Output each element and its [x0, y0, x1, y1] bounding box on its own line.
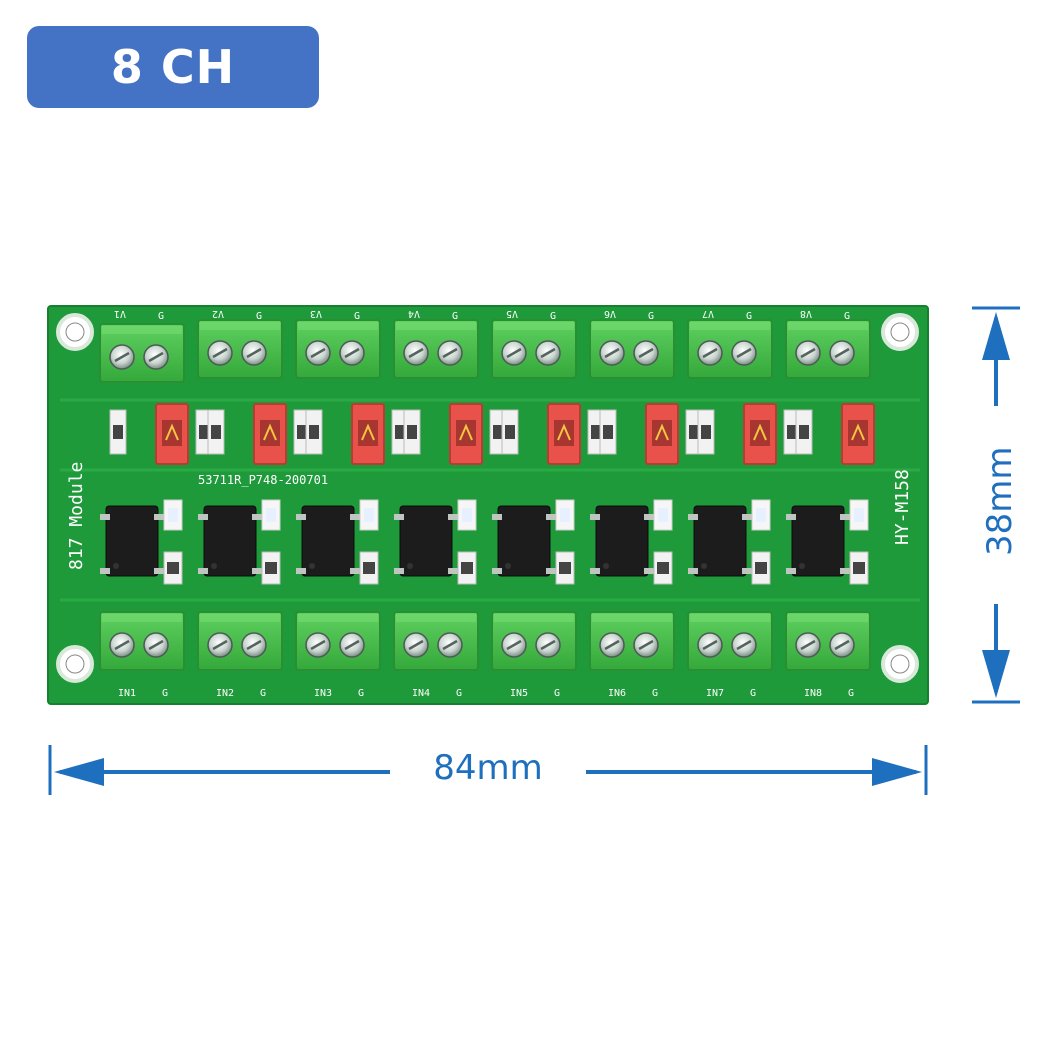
bottom-terminal-label: IN5	[510, 688, 528, 699]
channel-badge-label: 8 CH	[110, 40, 236, 94]
bottom-terminal-block	[785, 611, 871, 671]
bottom-terminal-gnd-label: G	[162, 688, 168, 699]
bottom-terminal-gnd-label: G	[750, 688, 756, 699]
top-terminal-block	[785, 319, 871, 379]
optocoupler-chip	[203, 505, 257, 577]
width-label: 84mm	[433, 748, 543, 788]
top-terminal-block	[295, 319, 381, 379]
top-terminal-label: V3	[310, 308, 322, 319]
top-terminal-gnd-label: G	[354, 311, 360, 322]
top-terminal-gnd-label: G	[746, 311, 752, 322]
top-terminal-block	[491, 319, 577, 379]
optocoupler-chip	[301, 505, 355, 577]
top-terminal-label: V7	[702, 308, 714, 319]
optocoupler-chip	[595, 505, 649, 577]
top-terminal-gnd-label: G	[648, 311, 654, 322]
bottom-terminal-gnd-label: G	[652, 688, 658, 699]
mounting-holes	[56, 313, 919, 683]
height-label: 38mm	[980, 446, 1020, 556]
bottom-terminal-block	[99, 611, 185, 671]
bottom-terminal-block	[197, 611, 283, 671]
bottom-terminal-gnd-label: G	[456, 688, 462, 699]
optocoupler-chip	[693, 505, 747, 577]
bottom-terminal-label: IN7	[706, 688, 724, 699]
top-terminal-label: V6	[604, 308, 616, 319]
bottom-terminal-label: IN6	[608, 688, 626, 699]
top-terminal-gnd-label: G	[452, 311, 458, 322]
bottom-terminal-block	[393, 611, 479, 671]
bottom-terminal-label: IN3	[314, 688, 332, 699]
optocoupler-chip	[399, 505, 453, 577]
top-terminal-block	[99, 323, 185, 383]
bottom-terminal-gnd-label: G	[554, 688, 560, 699]
top-terminal-gnd-label: G	[550, 311, 556, 322]
bottom-terminal-label: IN1	[118, 688, 136, 699]
bottom-terminal-block	[589, 611, 675, 671]
bottom-terminal-block	[687, 611, 773, 671]
bottom-terminal-label: IN4	[412, 688, 430, 699]
bottom-terminal-block	[295, 611, 381, 671]
top-terminal-label: V2	[212, 308, 224, 319]
bottom-terminal-gnd-label: G	[260, 688, 266, 699]
top-terminal-block	[197, 319, 283, 379]
bottom-terminal-gnd-label: G	[848, 688, 854, 699]
top-terminal-gnd-label: G	[256, 311, 262, 322]
top-terminal-label: V4	[408, 308, 420, 319]
top-terminal-label: V8	[800, 308, 812, 319]
top-terminal-label: V5	[506, 308, 518, 319]
optocoupler-chip	[105, 505, 159, 577]
module-label: 817 Module	[66, 462, 87, 570]
optocoupler-chip	[791, 505, 845, 577]
top-terminal-block	[393, 319, 479, 379]
top-terminal-gnd-label: G	[844, 311, 850, 322]
bottom-terminal-gnd-label: G	[358, 688, 364, 699]
optocoupler-chip	[497, 505, 551, 577]
top-terminal-label: V1	[114, 308, 126, 319]
height-dimension	[972, 306, 1020, 704]
top-terminal-gnd-label: G	[158, 311, 164, 322]
top-terminal-block	[687, 319, 773, 379]
top-terminal-block	[589, 319, 675, 379]
bottom-terminal-block	[491, 611, 577, 671]
width-dimension	[48, 745, 928, 795]
pcb-code: 53711R_P748-200701	[198, 473, 328, 487]
channel-badge: 8 CH	[27, 26, 319, 108]
bottom-terminal-label: IN2	[216, 688, 234, 699]
bottom-terminal-label: IN8	[804, 688, 822, 699]
model-label: HY-M158	[892, 469, 913, 545]
